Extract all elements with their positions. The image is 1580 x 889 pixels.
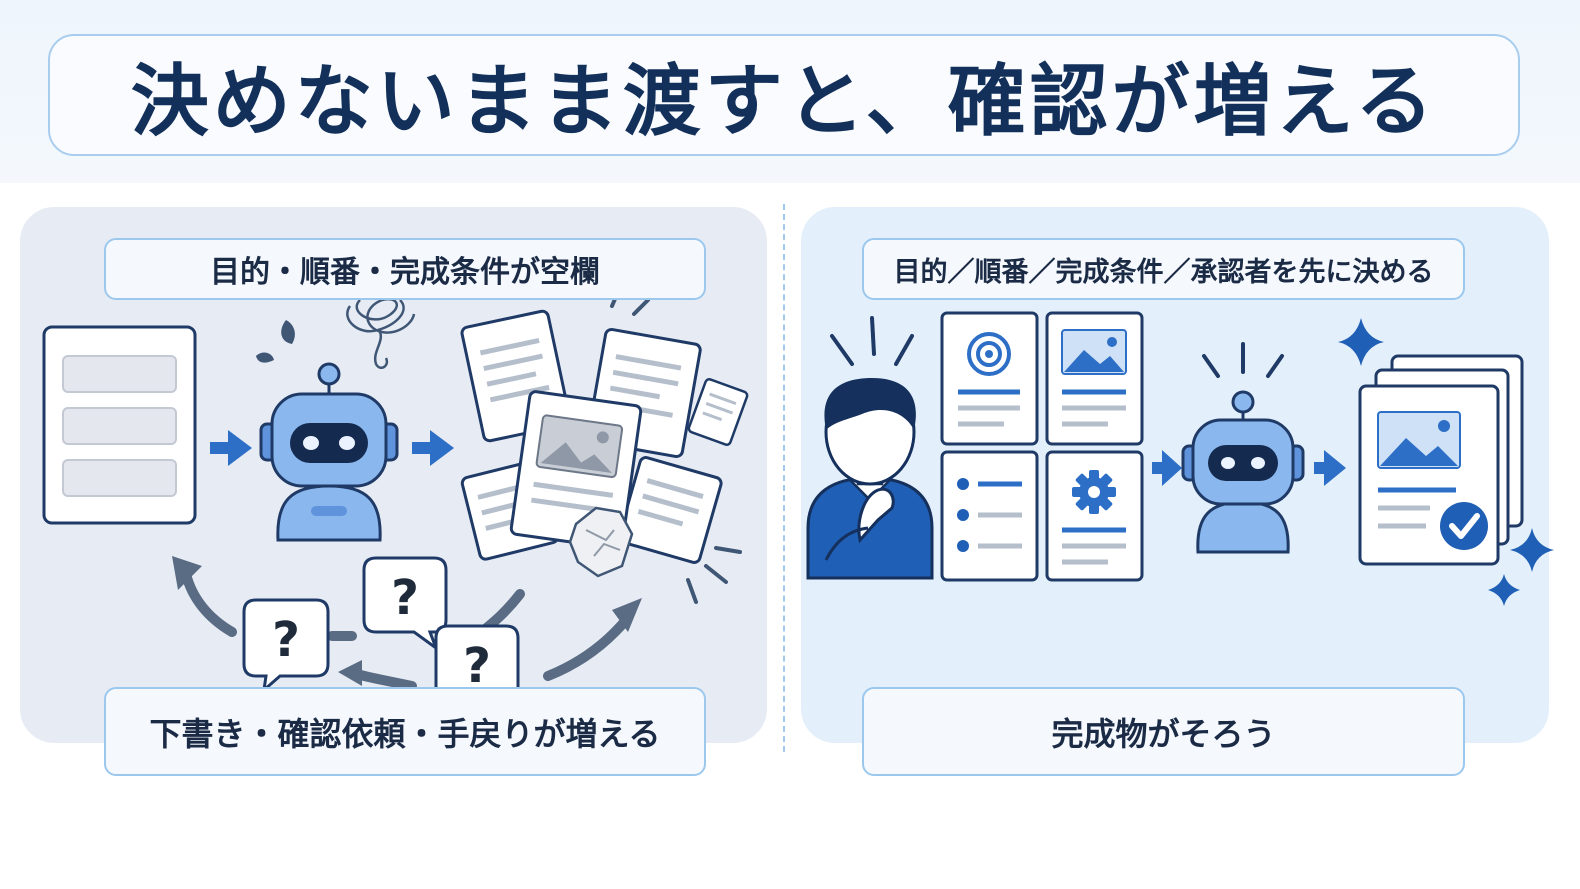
target-card <box>940 311 1039 446</box>
question-mark: ? <box>272 612 300 668</box>
checkmark-icon <box>1440 502 1488 550</box>
left-bottom-label: 下書き・確認依頼・手戻りが増える <box>104 687 706 776</box>
right-bottom-label: 完成物がそろう <box>862 687 1465 776</box>
center-divider <box>783 204 785 752</box>
question-mark: ? <box>391 570 419 626</box>
right-top-label: 目的／順番／完成条件／承認者を先に決める <box>862 238 1465 300</box>
arrow-right-icon <box>412 430 454 466</box>
tangle-scribble-icon <box>346 297 416 369</box>
target-icon <box>967 332 1011 376</box>
arrow-right-icon <box>1152 450 1182 486</box>
image-icon <box>1061 329 1127 375</box>
sparkle-icon <box>1338 318 1554 606</box>
finished-document-icon <box>1358 354 1524 566</box>
question-mark: ? <box>463 638 491 694</box>
thinking-person-icon <box>806 316 934 580</box>
question-bubble-icon: ? <box>242 598 330 694</box>
gear-icon <box>1072 470 1116 514</box>
page-title: 決めないまま渡すと、確認が増える <box>48 34 1520 156</box>
robot-icon <box>256 320 399 542</box>
cycle-arrowheads <box>172 556 642 686</box>
question-bubble-icon: ? <box>434 624 520 694</box>
list-card <box>940 450 1039 582</box>
list-icon <box>957 478 1022 552</box>
robot-icon <box>1181 342 1305 554</box>
arrow-right-icon <box>1314 450 1346 486</box>
gear-card <box>1045 450 1144 582</box>
image-icon <box>1377 411 1461 469</box>
arrow-right-icon <box>210 430 252 466</box>
messy-documents-icon <box>460 309 749 578</box>
left-top-label: 目的・順番・完成条件が空欄 <box>104 238 706 300</box>
question-bubble-icon: ? <box>362 556 448 653</box>
image-card <box>1045 311 1144 446</box>
blank-form-icon <box>42 325 197 525</box>
